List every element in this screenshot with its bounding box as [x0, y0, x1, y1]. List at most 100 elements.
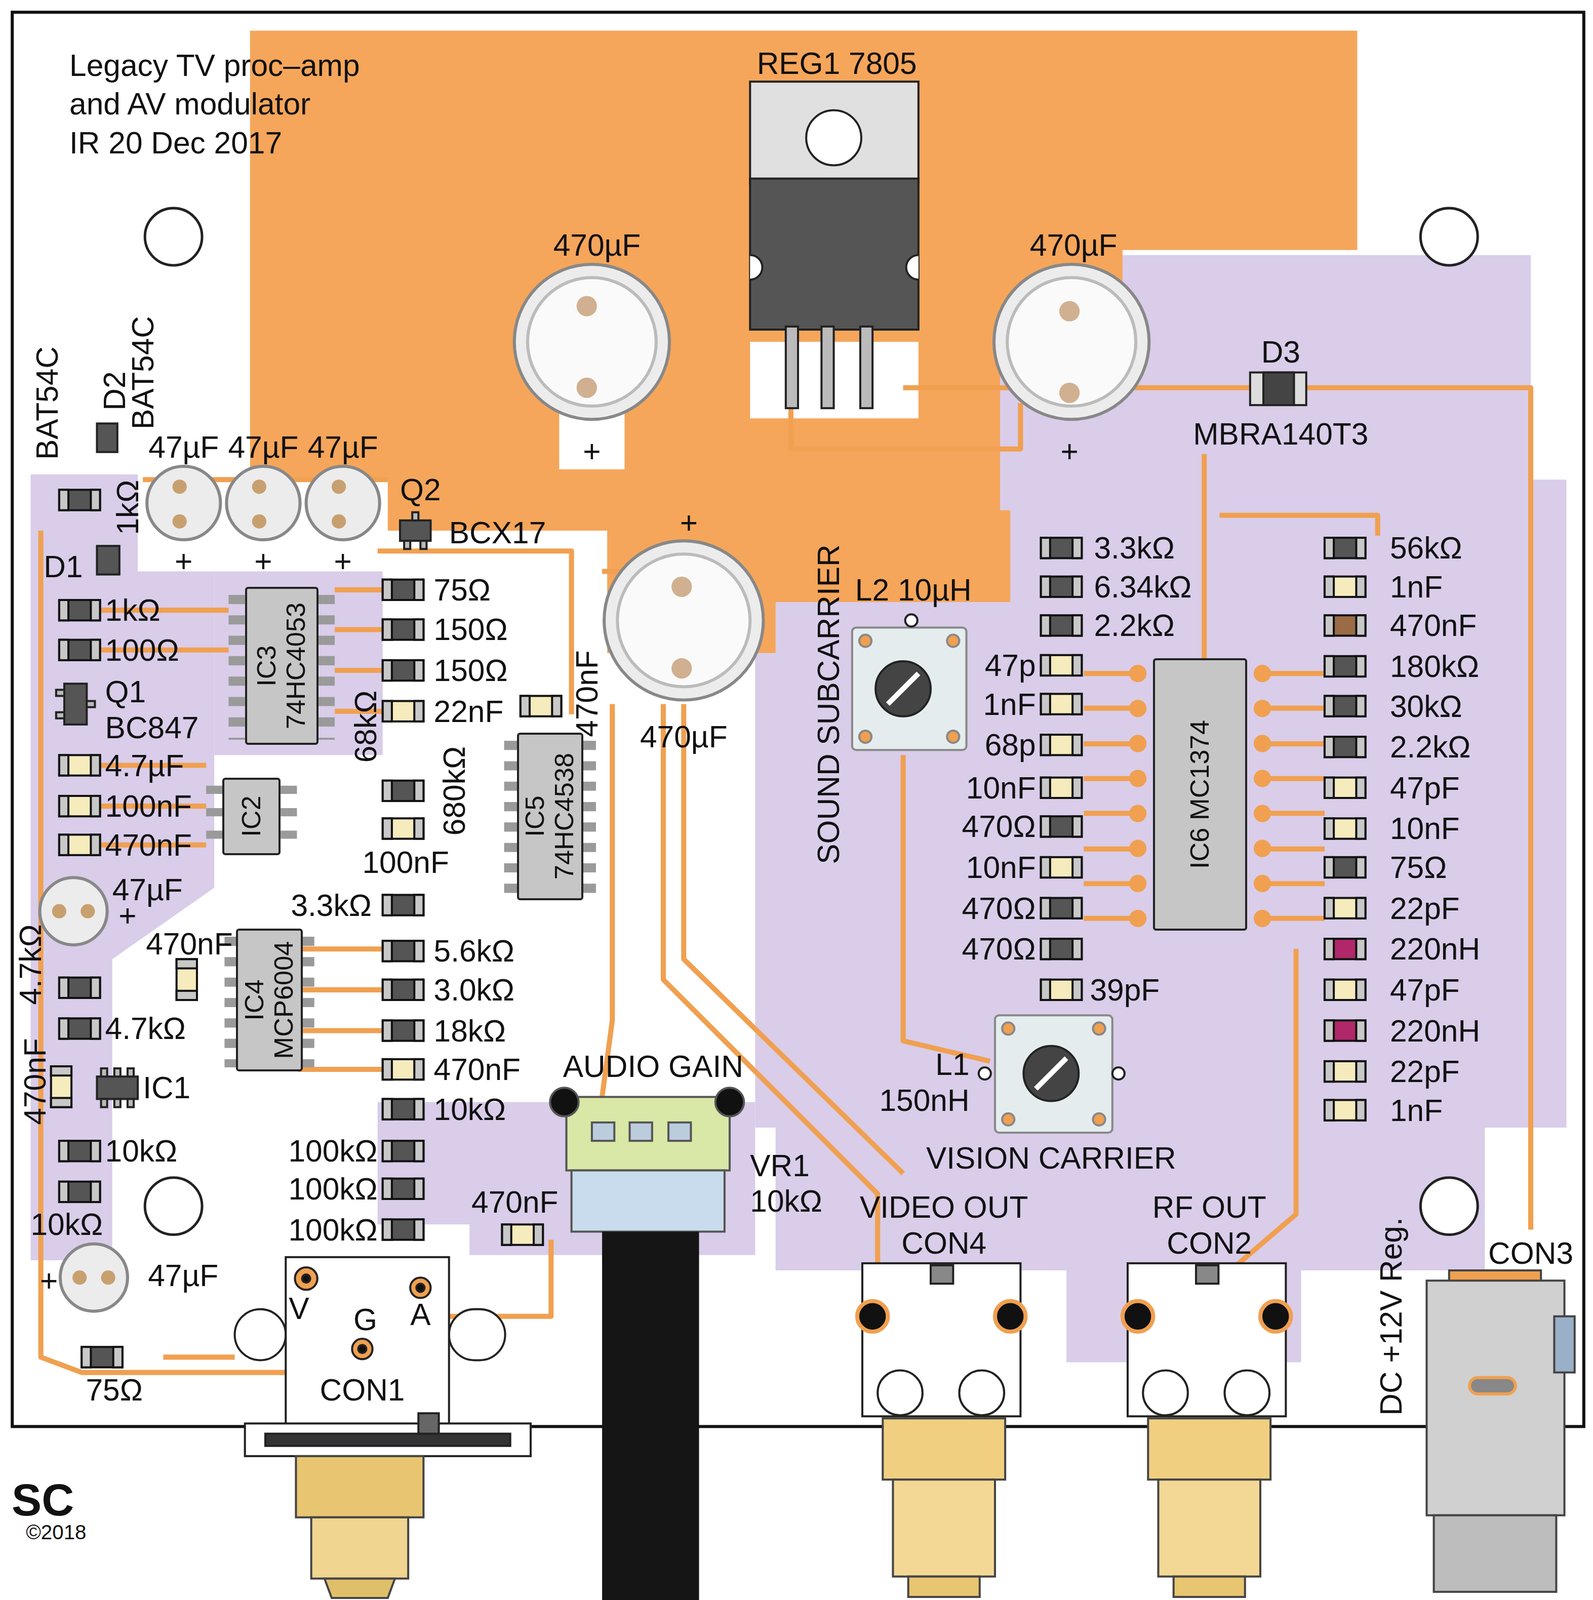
- component-label: 470µF: [553, 229, 642, 260]
- component-label: A: [410, 1299, 431, 1330]
- component-label: 220nH: [1389, 1015, 1481, 1046]
- component-label: CON4: [901, 1227, 987, 1258]
- component-label: CON3: [1488, 1238, 1574, 1269]
- component-label: 10nF: [966, 852, 1037, 883]
- component-label: 3.3kΩ: [290, 889, 372, 921]
- component-label: 22pF: [1389, 1056, 1460, 1087]
- ic-package: IC5 74HC4538: [516, 732, 584, 901]
- mounting-holes: [144, 208, 1478, 1235]
- component-label: 1nF: [1389, 571, 1443, 603]
- component-label: MBRA140T3: [1192, 418, 1369, 449]
- component-label: 470Ω: [962, 811, 1037, 842]
- component-label: +: [118, 900, 137, 931]
- component-label: 150Ω: [433, 655, 508, 686]
- component-label: 470µF: [640, 721, 728, 752]
- component-label: AUDIO GAIN: [563, 1051, 744, 1082]
- component-label: 22pF: [1389, 892, 1460, 924]
- component-label: Q2: [400, 474, 442, 505]
- semiconductors: [56, 372, 1307, 1108]
- component-label: 75Ω: [1389, 852, 1447, 883]
- board-outline: [12, 12, 1584, 1427]
- component-label: 10nF: [1389, 813, 1460, 844]
- potentiometer-symbol: [549, 1087, 744, 1600]
- component-label: 1nF: [1389, 1094, 1443, 1126]
- ic-package: IC6 MC1374: [1152, 658, 1247, 931]
- component-label: 68kΩ: [349, 690, 381, 764]
- component-label: VISION CARRIER: [926, 1142, 1177, 1174]
- component-label: 470nF: [433, 1054, 521, 1085]
- component-label: 56kΩ: [1389, 532, 1463, 564]
- component-label: 220nH: [1389, 933, 1481, 965]
- av-input-connector: [234, 1257, 531, 1599]
- ic-marking: IC4 MCP6004: [240, 932, 299, 1068]
- component-label: Q1: [105, 676, 147, 707]
- dc-jack: [1426, 1270, 1575, 1592]
- component-label: 470nF: [1389, 610, 1477, 641]
- component-label: +: [1060, 435, 1079, 467]
- component-label: D3: [1261, 336, 1301, 368]
- component-label: 10kΩ: [433, 1093, 507, 1125]
- smd-passives: [51, 489, 1366, 1368]
- adjustable-inductors: [852, 614, 1125, 1133]
- component-label: 10nF: [966, 772, 1037, 804]
- component-label: REG1 7805: [757, 48, 918, 79]
- component-label: 1kΩ: [112, 479, 143, 535]
- component-label: 470Ω: [962, 933, 1037, 965]
- regulator-symbol: [749, 81, 919, 409]
- component-label: 75Ω: [86, 1374, 143, 1406]
- component-label: RF OUT: [1152, 1191, 1267, 1223]
- component-label: 1kΩ: [105, 594, 161, 626]
- component-label: 5.6kΩ: [433, 935, 515, 967]
- component-label: 47µF: [307, 431, 379, 462]
- component-label: 470nF: [471, 1186, 559, 1218]
- component-label: 100kΩ: [288, 1214, 378, 1245]
- ic-marking: IC5 74HC4538: [521, 736, 580, 897]
- ic-package: IC4 MCP6004: [235, 928, 303, 1072]
- component-label: 150Ω: [433, 614, 508, 645]
- component-label: +: [40, 1265, 58, 1296]
- component-label: 22nF: [433, 695, 504, 727]
- component-label: SOUND SUBCARRIER: [813, 544, 844, 864]
- component-label: 180kΩ: [1389, 651, 1480, 682]
- component-label: 47µF: [148, 431, 219, 462]
- component-label: 100nF: [105, 790, 192, 822]
- component-label: 47µF: [227, 431, 299, 462]
- component-label: 100kΩ: [288, 1135, 378, 1167]
- ic-package: IC3 74HC4053: [245, 586, 319, 745]
- component-label: 680kΩ: [439, 746, 470, 836]
- component-label: BCX17: [449, 517, 547, 548]
- component-label: 47pF: [1389, 772, 1460, 804]
- component-label: 47pF: [1389, 974, 1460, 1006]
- component-label: +: [174, 545, 193, 577]
- component-label: 2.2kΩ: [1389, 731, 1471, 763]
- ic-marking: IC6 MC1374: [1185, 661, 1215, 928]
- component-label: BC847: [105, 712, 199, 743]
- component-label: G: [353, 1304, 378, 1335]
- copper-pour-top: [250, 30, 1358, 653]
- component-label: IC1: [142, 1072, 191, 1103]
- component-label: D2: [98, 371, 130, 411]
- component-label: 10kΩ: [30, 1209, 103, 1240]
- component-label: 6.34kΩ: [1093, 571, 1192, 603]
- component-label: 2.2kΩ: [1093, 610, 1175, 641]
- component-label: 470nF: [145, 928, 233, 960]
- component-label: IR 20 Dec 2017: [69, 127, 283, 158]
- component-label: BAT54C: [127, 315, 158, 430]
- component-label: V: [288, 1292, 309, 1324]
- ic-marking: IC2: [236, 781, 267, 852]
- component-label: 30kΩ: [1389, 690, 1463, 722]
- component-label: L1: [935, 1049, 970, 1080]
- component-label: 100nF: [362, 847, 449, 878]
- component-label: 75Ω: [433, 574, 491, 606]
- component-label: 10kΩ: [105, 1135, 178, 1167]
- component-label: 47µF: [147, 1260, 219, 1291]
- component-label: BAT54C: [31, 346, 62, 460]
- component-label: ©2018: [25, 1522, 87, 1543]
- ic-marking: IC3 74HC4053: [252, 590, 311, 742]
- rca-connectors: [857, 1263, 1292, 1598]
- component-label: CON2: [1166, 1227, 1252, 1258]
- board-title: Legacy TV proc–amp and AV modulator: [69, 46, 389, 125]
- ic-package: IC2: [222, 777, 281, 856]
